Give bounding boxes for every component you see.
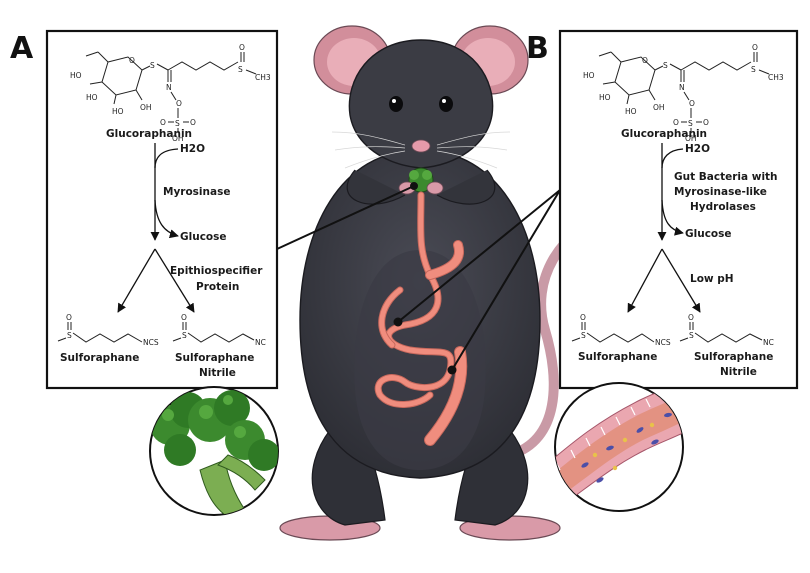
panel-b-nitrile-structure: O S NC xyxy=(679,313,774,347)
svg-text:O: O xyxy=(688,313,694,322)
svg-text:HO: HO xyxy=(70,71,82,80)
panel-a-enzyme-label: Myrosinase xyxy=(163,186,230,198)
svg-text:HO: HO xyxy=(86,93,98,102)
panel-b-sulforaphane-structure: O S NCS xyxy=(571,313,671,347)
pointer-lines xyxy=(276,182,561,375)
panel-b-branch-right xyxy=(661,248,701,313)
svg-text:O: O xyxy=(181,313,187,322)
svg-text:S: S xyxy=(581,331,586,340)
panel-a-product2-line2: Nitrile xyxy=(199,367,236,379)
svg-text:S: S xyxy=(751,65,756,74)
svg-text:O: O xyxy=(190,118,196,127)
svg-text:O: O xyxy=(673,118,679,127)
svg-text:O: O xyxy=(239,43,245,52)
panel-a-glucoraphanin-structure: HO HO HO OH O S N O S OH O O S xyxy=(70,43,271,143)
svg-text:N: N xyxy=(679,83,685,92)
svg-text:O: O xyxy=(129,56,135,65)
panel-a-water-label: H2O xyxy=(180,143,205,155)
panel-a-letter: A xyxy=(10,31,34,66)
mouse-illustration xyxy=(279,25,645,541)
panel-b-letter: B xyxy=(526,31,549,66)
svg-text:HO: HO xyxy=(583,71,595,80)
panel-a: A HO HO HO OH O S N O S xyxy=(10,29,279,390)
svg-text:S: S xyxy=(175,119,180,128)
panel-b-product2-line1: Sulforaphane xyxy=(694,351,773,363)
gut-lining-illustration xyxy=(554,382,684,512)
svg-text:OH: OH xyxy=(685,134,697,143)
svg-text:S: S xyxy=(689,331,694,340)
panel-a-product2-line1: Sulforaphane xyxy=(175,352,254,364)
panel-a-frame xyxy=(45,29,279,390)
panel-b-water-label: H2O xyxy=(685,143,710,155)
panel-b-glucose-arrow xyxy=(661,199,684,236)
svg-text:OH: OH xyxy=(653,103,665,112)
svg-text:HO: HO xyxy=(599,93,611,102)
panel-b-enzyme-line1: Gut Bacteria with xyxy=(674,171,778,183)
svg-text:O: O xyxy=(752,43,758,52)
panel-b-glucoraphanin-label: Glucoraphanin xyxy=(621,128,707,140)
svg-text:O: O xyxy=(66,313,72,322)
svg-text:N: N xyxy=(166,83,172,92)
panel-b-glucose-label: Glucose xyxy=(685,228,732,240)
svg-text:O: O xyxy=(642,56,648,65)
panel-b-product1-label: Sulforaphane xyxy=(578,351,657,363)
panel-a-glucoraphanin-label: Glucoraphanin xyxy=(106,128,192,140)
panel-a-branch-left xyxy=(117,248,156,313)
svg-text:S: S xyxy=(67,331,72,340)
svg-text:O: O xyxy=(176,99,182,108)
left-eye xyxy=(389,96,403,112)
panel-b-product2-line2: Nitrile xyxy=(720,366,757,378)
svg-text:HO: HO xyxy=(625,107,637,116)
svg-text:NCS: NCS xyxy=(655,338,671,347)
broccoli-illustration xyxy=(149,386,279,516)
svg-text:O: O xyxy=(703,118,709,127)
panel-b-modifier-label: Low pH xyxy=(690,273,734,285)
svg-text:CH3: CH3 xyxy=(255,73,271,82)
panel-a-glucose-label: Glucose xyxy=(180,231,227,243)
svg-text:S: S xyxy=(150,61,155,70)
panel-a-branch-right xyxy=(154,248,195,313)
svg-text:OH: OH xyxy=(172,134,184,143)
right-eye xyxy=(439,96,453,112)
mouse-nose xyxy=(411,139,431,153)
svg-text:NC: NC xyxy=(255,338,266,347)
panel-b-branch-left xyxy=(627,248,663,313)
svg-text:OH: OH xyxy=(140,103,152,112)
svg-text:O: O xyxy=(160,118,166,127)
svg-text:S: S xyxy=(238,65,243,74)
panel-b-glucoraphanin-structure: HO HO HO OH O S N O S OH O O S xyxy=(583,43,784,143)
svg-text:O: O xyxy=(580,313,586,322)
panel-a-modifier-line1: Epithiospecifier xyxy=(170,265,263,277)
svg-text:CH3: CH3 xyxy=(768,73,784,82)
panel-a-sulforaphane-structure: O S NCS xyxy=(57,313,159,347)
svg-text:S: S xyxy=(663,61,668,70)
svg-text:NCS: NCS xyxy=(143,338,159,347)
panel-a-nitrile-structure: O S NC xyxy=(172,313,266,347)
svg-text:S: S xyxy=(182,331,187,340)
svg-text:NC: NC xyxy=(763,338,774,347)
panel-b-enzyme-line3: Hydrolases xyxy=(690,201,756,213)
svg-text:HO: HO xyxy=(112,107,124,116)
panel-a-product1-label: Sulforaphane xyxy=(60,352,139,364)
panel-b: B HO HO HO OH O S N O S xyxy=(526,29,799,390)
panel-a-modifier-line2: Protein xyxy=(196,281,239,293)
svg-text:S: S xyxy=(688,119,693,128)
svg-text:O: O xyxy=(689,99,695,108)
panel-b-enzyme-line2: Myrosinase-like xyxy=(674,186,767,198)
panel-a-glucose-arrow xyxy=(154,199,179,239)
panel-b-frame xyxy=(558,29,799,390)
digestive-tract xyxy=(374,191,468,446)
whiskers xyxy=(331,131,511,169)
